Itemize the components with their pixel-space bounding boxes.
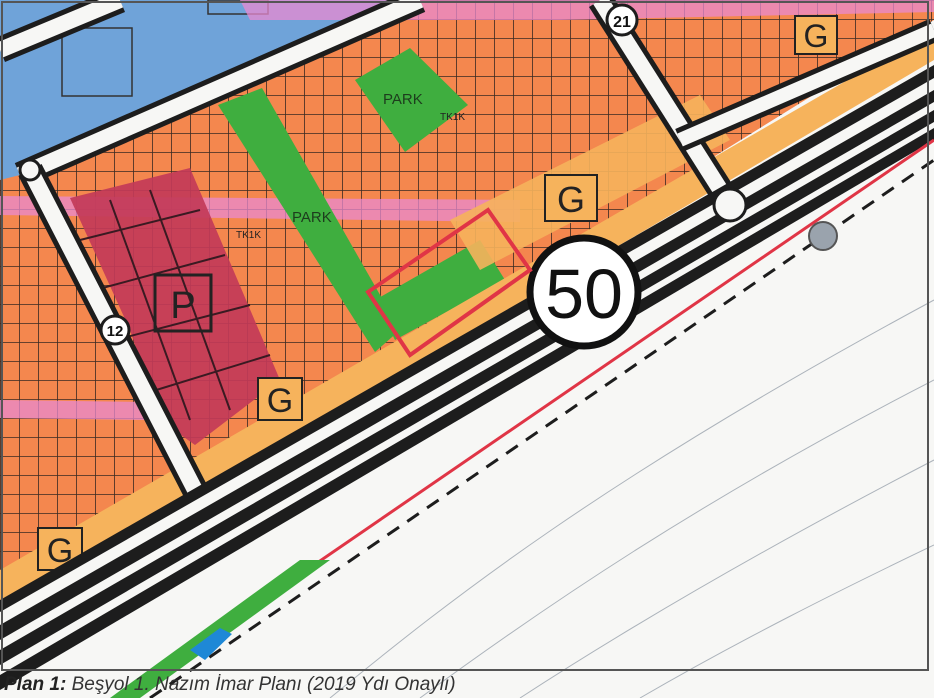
road-width-label: 50 bbox=[545, 255, 623, 333]
caption-label: Plan 1: bbox=[4, 674, 67, 695]
map-frame bbox=[1, 1, 929, 671]
svg-text:G: G bbox=[267, 382, 293, 420]
caption-text: Beşyol 1. Nazım İmar Planı (2019 Ydı Ona… bbox=[66, 674, 456, 695]
green-marker-1: G bbox=[794, 15, 838, 55]
park-label-top: PARK bbox=[383, 91, 423, 108]
park-label-mid: PARK bbox=[292, 209, 332, 226]
parking-grid bbox=[79, 189, 271, 421]
svg-text:21: 21 bbox=[613, 14, 631, 31]
junction-node bbox=[712, 187, 748, 223]
parking-symbol-box bbox=[153, 273, 213, 333]
green-marker-2: G bbox=[544, 174, 598, 222]
pink-band bbox=[0, 400, 150, 420]
coastal-roundabout bbox=[808, 221, 838, 251]
ttrk-label-mid: TK1K bbox=[236, 230, 261, 241]
coastline-dashes bbox=[149, 158, 934, 698]
topographic-lines bbox=[329, 299, 934, 698]
road-number-badge-12: 12 bbox=[99, 314, 131, 346]
parking-label: P bbox=[170, 285, 195, 327]
park-strip bbox=[218, 88, 400, 352]
main-road bbox=[0, 65, 934, 690]
svg-text:G: G bbox=[557, 179, 585, 220]
commercial-building bbox=[61, 27, 133, 97]
park-zone-top bbox=[355, 48, 468, 152]
road-number-badge-21: 21 bbox=[605, 3, 639, 37]
svg-text:G: G bbox=[804, 18, 829, 54]
map-caption: Plan 1: Beşyol 1. Nazım İmar Planı (2019… bbox=[4, 674, 930, 698]
park-corner bbox=[375, 240, 505, 340]
coastal-blue bbox=[190, 628, 232, 660]
subject-parcel-outline bbox=[365, 207, 533, 358]
secondary-road-top bbox=[0, 0, 426, 187]
svg-text:12: 12 bbox=[107, 323, 124, 340]
junction-node bbox=[18, 158, 42, 182]
road-width-badge: 50 bbox=[526, 234, 642, 350]
ttrk-label-top: TK1K bbox=[440, 112, 465, 123]
green-marker-3: G bbox=[257, 377, 303, 421]
